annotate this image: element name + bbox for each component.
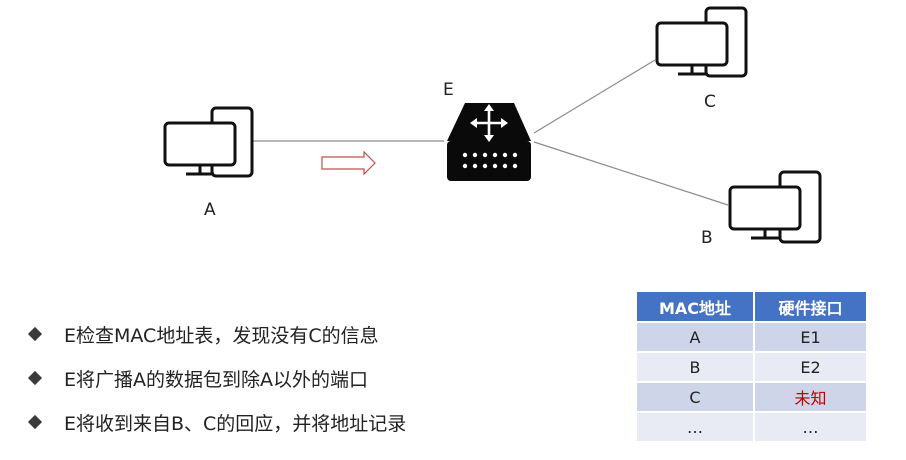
node-label-a: A [204, 200, 216, 220]
table-cell: E1 [754, 322, 866, 353]
table-row: A E1 [637, 322, 866, 353]
diamond-bullet-icon [27, 326, 43, 342]
mac-address-table: MAC地址 硬件接口 A E1 B E2 C 未知 … … [637, 292, 866, 443]
bullet-text: E将收到来自B、C的回应，并将地址记录 [64, 412, 407, 435]
table-cell-unknown: 未知 [754, 382, 866, 413]
computer-c-icon [655, 6, 748, 78]
node-label-b: B [701, 228, 713, 248]
list-item: E将收到来自B、C的回应，并将地址记录 [27, 400, 407, 444]
switch-e-icon [447, 103, 531, 181]
table-header-row: MAC地址 硬件接口 [637, 292, 866, 323]
arrow-right-icon [321, 150, 376, 176]
table-cell: C [637, 382, 755, 413]
column-header-mac: MAC地址 [637, 292, 755, 323]
table-cell: A [637, 322, 755, 353]
table-cell: … [637, 412, 755, 443]
network-diagram [163, 6, 822, 244]
computer-a-icon [163, 106, 254, 178]
node-label-c: C [704, 92, 716, 112]
table-row: … … [637, 412, 866, 443]
list-item: E将广播A的数据包到除A以外的端口 [27, 356, 406, 400]
bullet-text: E检查MAC地址表，发现没有C的信息 [64, 324, 379, 347]
computer-b-icon [728, 170, 822, 244]
list-item: E检查MAC地址表，发现没有C的信息 [27, 312, 406, 356]
table-row: B E2 [637, 352, 866, 383]
node-label-e: E [443, 80, 454, 100]
table-cell: … [754, 412, 866, 443]
bullet-list: E检查MAC地址表，发现没有C的信息 E将广播A的数据包到除A以外的端口 E将收… [27, 312, 407, 444]
diamond-bullet-icon [27, 370, 43, 386]
diamond-bullet-icon [27, 414, 43, 430]
bullet-text: E将广播A的数据包到除A以外的端口 [64, 368, 369, 391]
link-e-c [533, 59, 656, 134]
link-e-b [533, 141, 729, 206]
table-row: C 未知 [637, 382, 866, 413]
table-cell: E2 [754, 352, 866, 383]
table-cell: B [637, 352, 755, 383]
column-header-port: 硬件接口 [754, 292, 866, 323]
